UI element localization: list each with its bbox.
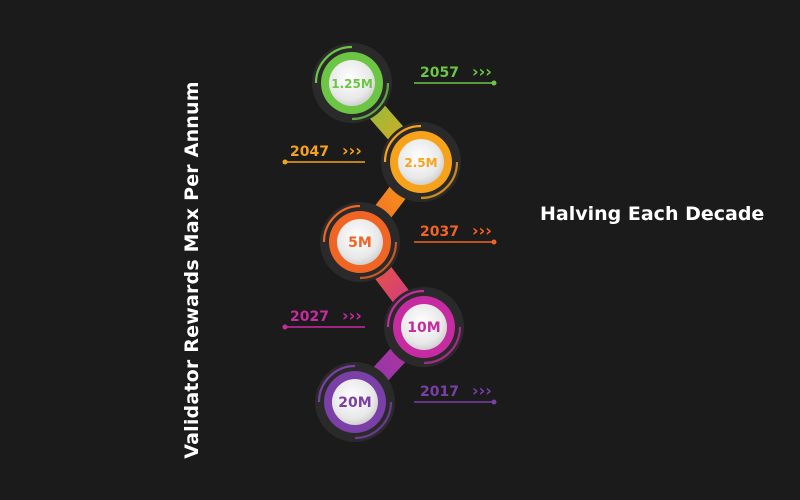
year-text: 2057 xyxy=(420,65,459,81)
node-disc xyxy=(401,304,447,350)
underline-dot xyxy=(282,324,288,330)
underline-dot xyxy=(491,399,497,405)
year-text: 2027 xyxy=(290,309,329,325)
year-label-2: 2047 ››› xyxy=(282,141,365,165)
chevrons-icon: ››› xyxy=(472,381,492,400)
node-arc-lower xyxy=(354,401,393,440)
year-label-5: 2017 ››› xyxy=(414,381,497,405)
node-arc-lower xyxy=(359,241,398,280)
node-value: 10M xyxy=(407,320,440,336)
underline-dot xyxy=(491,239,497,245)
underline-dot xyxy=(282,159,288,165)
milestone-node-3: 5M xyxy=(320,202,400,282)
underline-dot xyxy=(491,80,497,86)
side-title: Halving Each Decade xyxy=(540,203,765,225)
year-labels: 2057 ››› 2047 ››› 2037 ››› 2027 ››› 2017 ››› xyxy=(282,62,497,405)
year-label-4: 2027 ››› xyxy=(282,306,365,330)
year-text: 2017 xyxy=(420,384,459,400)
node-arc-lower xyxy=(420,161,459,200)
node-arc-lower xyxy=(423,326,462,365)
node-arc xyxy=(383,124,422,163)
milestone-node-2: 2.5M xyxy=(381,122,461,202)
year-text: 2047 xyxy=(290,144,329,160)
node-arc xyxy=(317,364,356,403)
milestone-node-1: 1.25M xyxy=(312,43,392,123)
chevrons-icon: ››› xyxy=(342,141,362,160)
nodes: 1.25M 2.5M 5M 10M 20M xyxy=(312,43,464,442)
node-disc xyxy=(398,139,444,185)
node-disc xyxy=(329,60,375,106)
node-value: 20M xyxy=(338,395,371,411)
node-arc xyxy=(322,204,361,243)
chevrons-icon: ››› xyxy=(472,221,492,240)
node-value: 5M xyxy=(348,235,372,251)
node-disc xyxy=(332,379,378,425)
node-value: 2.5M xyxy=(404,156,437,170)
chevrons-icon: ››› xyxy=(342,306,362,325)
node-disc xyxy=(337,219,383,265)
chevrons-icon: ››› xyxy=(472,62,492,81)
year-text: 2037 xyxy=(420,224,459,240)
node-arc xyxy=(386,289,425,328)
node-value: 1.25M xyxy=(331,77,373,91)
milestone-node-5: 20M xyxy=(315,362,395,442)
year-label-3: 2037 ››› xyxy=(414,221,497,245)
milestone-node-4: 10M xyxy=(384,287,464,367)
node-arc-lower xyxy=(351,82,390,121)
year-label-1: 2057 ››› xyxy=(414,62,497,86)
node-arc xyxy=(314,45,353,84)
